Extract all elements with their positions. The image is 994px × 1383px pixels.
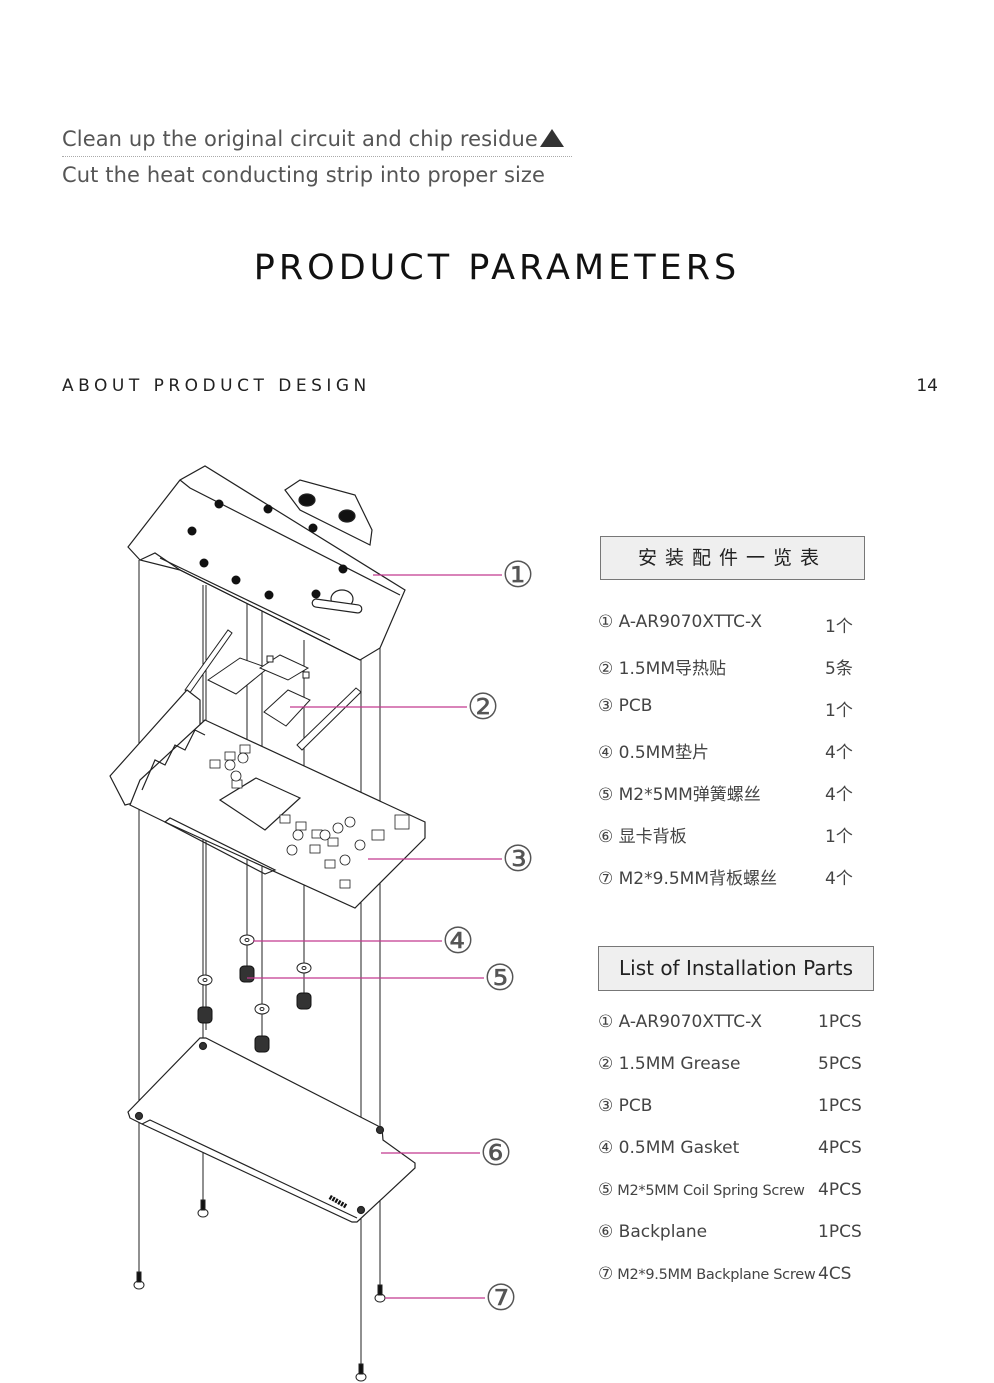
note-clean-up: Clean up the original circuit and chip r…: [62, 124, 572, 157]
callout-4: ④: [442, 921, 474, 962]
water-block-holes: [187, 499, 348, 600]
leader-lines: [247, 574, 502, 1299]
callout-2: ②: [467, 687, 499, 728]
backplate-screws-part: [133, 1199, 386, 1382]
washers-part: [197, 934, 312, 1015]
en-parts-list-title: List of Installation Parts: [598, 946, 874, 991]
callout-7: ⑦: [485, 1278, 517, 1319]
section-title: ABOUT PRODUCT DESIGN: [62, 376, 371, 396]
callout-3: ③: [502, 839, 534, 880]
pcb-part: [109, 689, 426, 909]
thermal-pads-part: [184, 629, 362, 751]
callout-5: ⑤: [484, 958, 516, 999]
backplate-part: ▮▮▮▮▮▮: [127, 1037, 416, 1223]
page-number: 14: [916, 376, 938, 396]
instruction-notes: Clean up the original circuit and chip r…: [62, 124, 572, 190]
water-block-part: [127, 465, 406, 661]
note-cut-strip: Cut the heat conducting strip into prope…: [62, 163, 546, 187]
callout-1: ①: [502, 555, 534, 596]
cn-parts-list-title: 安装配件一览表: [600, 536, 865, 580]
exploded-view-diagram: ▮▮▮▮▮▮ ① ② ③ ④ ⑤ ⑥ ⑦: [109, 465, 534, 1382]
page-title: PRODUCT PARAMETERS: [253, 248, 741, 288]
callout-6: ⑥: [480, 1133, 512, 1174]
triangle-up-icon: [539, 129, 564, 147]
